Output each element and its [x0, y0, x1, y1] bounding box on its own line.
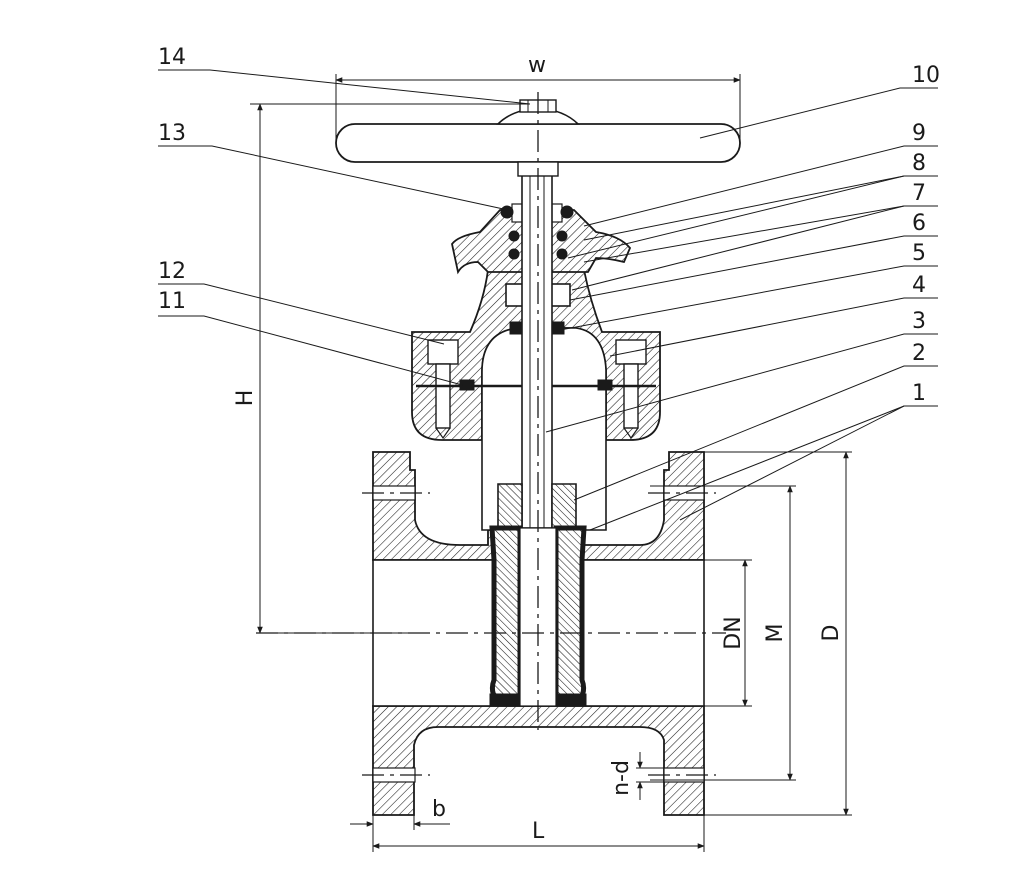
dim-dn: DN — [721, 616, 746, 649]
dim-m: M — [763, 624, 788, 643]
dimension-labels: w H L b DN M D n-d — [233, 53, 844, 844]
stem — [521, 167, 553, 529]
part-number-10: 10 — [912, 63, 940, 88]
part-number-12: 12 — [158, 259, 186, 284]
dim-l: L — [532, 819, 545, 844]
part-number-9: 9 — [912, 121, 926, 146]
dim-d: D — [819, 625, 844, 642]
part-number-4: 4 — [912, 273, 926, 298]
part-number-13: 13 — [158, 121, 186, 146]
dim-h: H — [233, 390, 258, 407]
leader-lines — [158, 69, 938, 531]
part-number-3: 3 — [912, 309, 926, 334]
part-number-6: 6 — [912, 211, 926, 236]
part-number-1: 1 — [912, 381, 926, 406]
part-number-7: 7 — [912, 181, 926, 206]
part-number-8: 8 — [912, 151, 926, 176]
dim-nd: n-d — [609, 760, 634, 796]
part-number-2: 2 — [912, 341, 926, 366]
part-numbers: 14 13 12 11 10 9 8 7 6 5 4 3 2 1 — [158, 45, 940, 406]
dim-w: w — [528, 53, 546, 78]
part-number-5: 5 — [912, 241, 926, 266]
dim-b: b — [432, 797, 446, 822]
part-number-14: 14 — [158, 45, 186, 70]
part-number-11: 11 — [158, 289, 186, 314]
dimension-lines — [250, 74, 852, 852]
